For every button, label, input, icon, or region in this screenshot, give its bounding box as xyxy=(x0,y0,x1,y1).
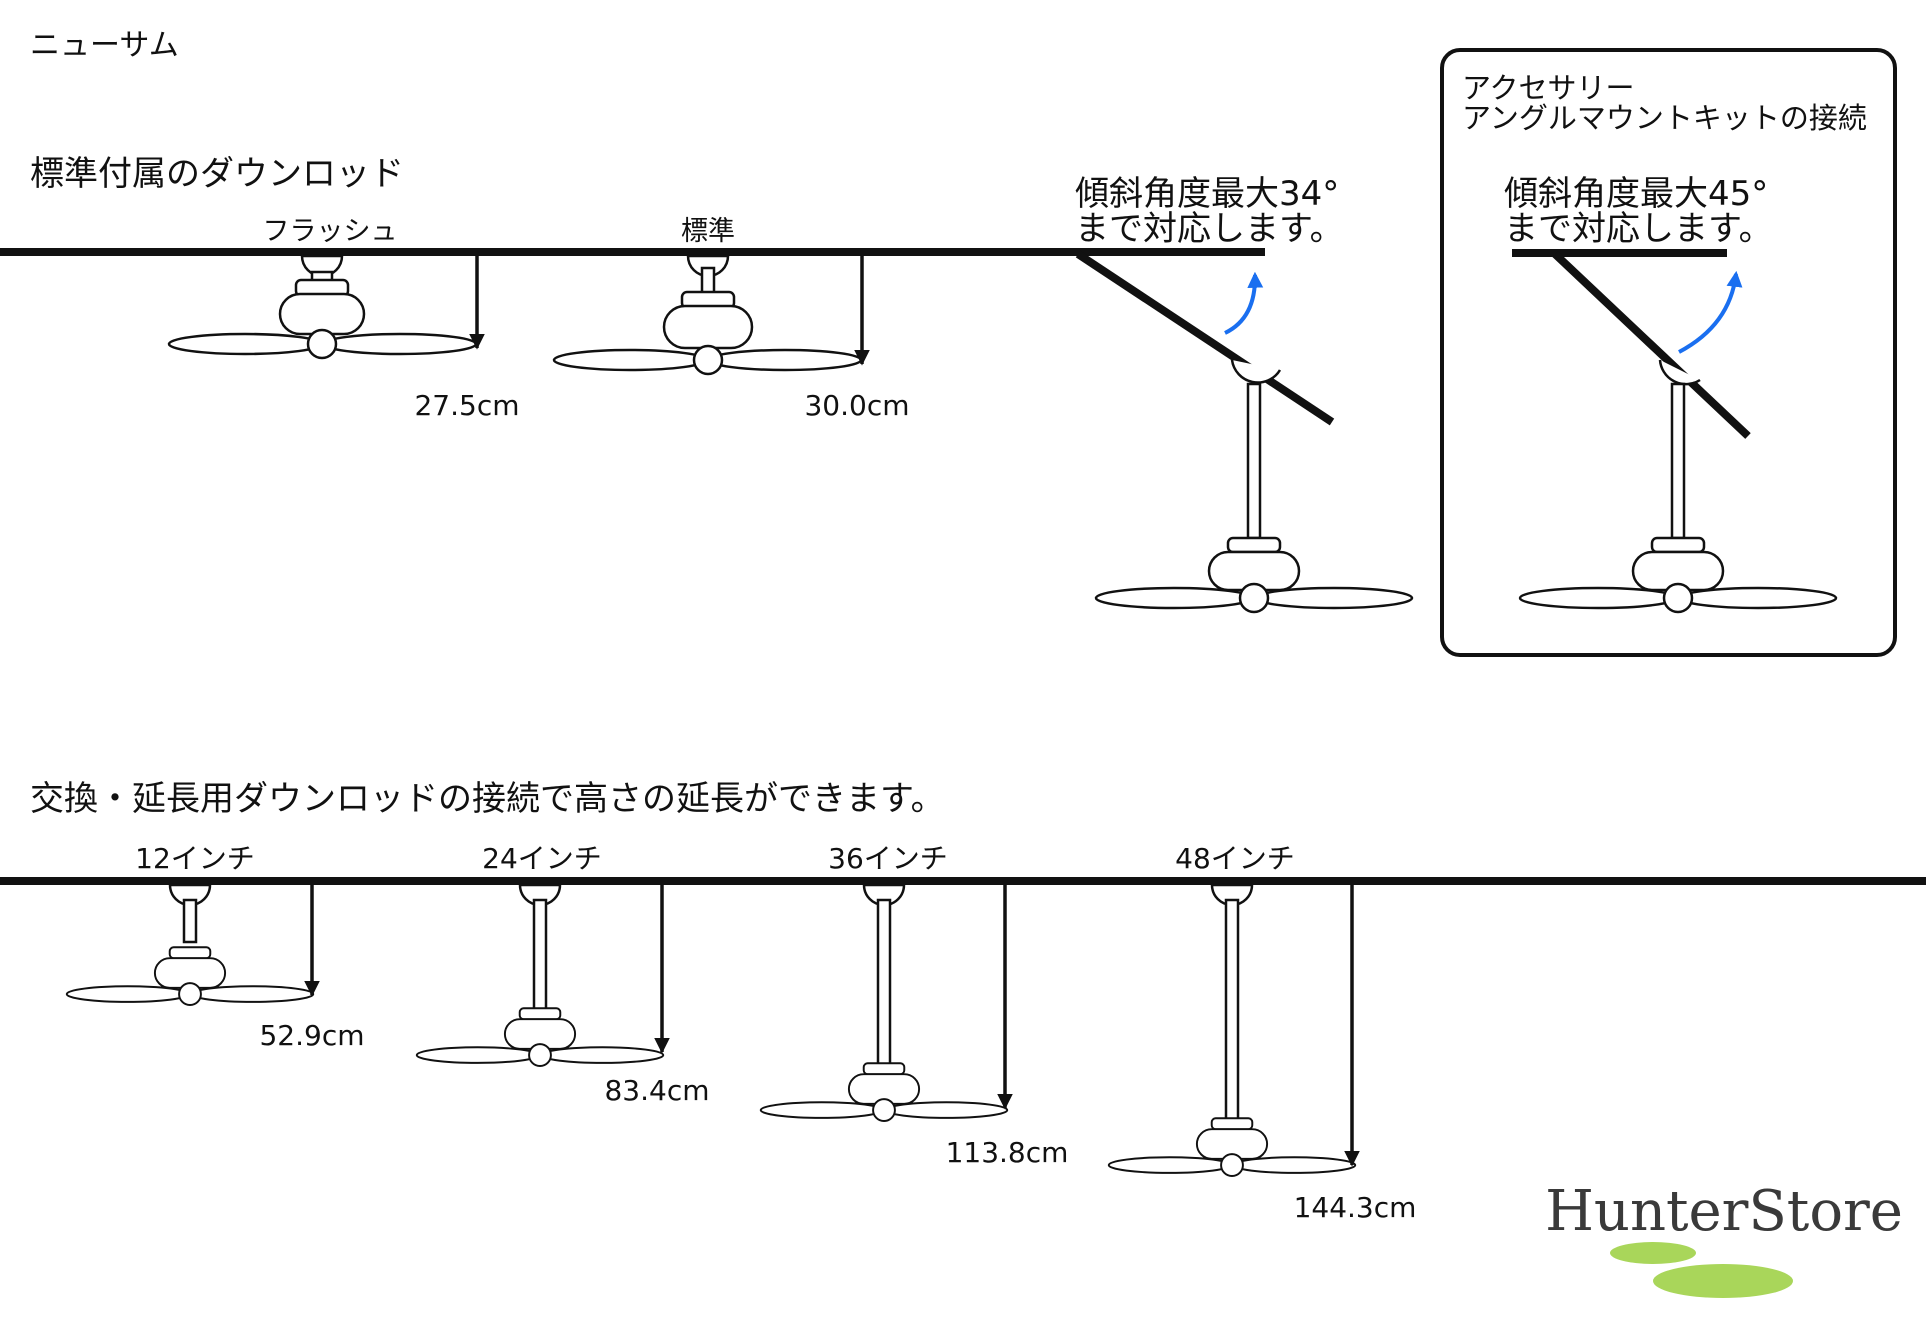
ext-label-48: 48インチ xyxy=(1175,842,1295,875)
hunterstore-logo: HunterStore xyxy=(1545,1179,1903,1298)
accessory-box xyxy=(1440,48,1897,657)
fan-36in xyxy=(759,883,1009,1122)
accessory-sloped-ceiling xyxy=(1552,251,1751,439)
accessory-tilt-arrow-icon xyxy=(1678,270,1743,354)
normal-measure: 30.0cm xyxy=(804,389,909,422)
normal-label: 標準 xyxy=(681,216,735,247)
accessory-title1: アクセサリー xyxy=(1462,71,1635,105)
fan-12in xyxy=(65,883,315,1006)
fan-sloped xyxy=(1094,359,1414,614)
accessory-line2: まで対応します。 xyxy=(1504,209,1773,249)
ext-measure-48: 144.3cm xyxy=(1294,1191,1417,1224)
flush-measure: 27.5cm xyxy=(414,389,519,422)
logo-leaf-small xyxy=(1610,1242,1696,1264)
standard-heading: 標準付属のダウンロッド xyxy=(30,154,404,194)
ext-label-24: 24インチ xyxy=(482,842,602,875)
fan-normal xyxy=(552,254,863,376)
ext-label-12: 12インチ xyxy=(135,842,255,875)
fan-accessory xyxy=(1518,359,1838,614)
tilt-arrow-icon xyxy=(1224,271,1264,335)
accessory-title2: アングルマウントキットの接続 xyxy=(1462,101,1867,135)
fan-24in xyxy=(415,883,665,1067)
product-name: ニューサム xyxy=(30,28,179,63)
logo-text: HunterStore xyxy=(1545,1179,1903,1244)
extension-heading: 交換・延長用ダウンロッドの接続で高さの延長ができます。 xyxy=(30,779,945,819)
fan-flush xyxy=(167,254,478,360)
slope-line1: 傾斜角度最大34° xyxy=(1075,174,1339,214)
ext-label-36: 36インチ xyxy=(828,842,948,875)
ext-measure-36: 113.8cm xyxy=(946,1136,1069,1169)
fan-48in xyxy=(1107,883,1357,1177)
sloped-ceiling xyxy=(1075,250,1335,426)
slope-line2: まで対応します。 xyxy=(1075,209,1344,249)
flush-label: フラッシュ xyxy=(263,216,398,247)
ext-measure-24: 83.4cm xyxy=(604,1074,709,1107)
ext-measure-12: 52.9cm xyxy=(259,1019,364,1052)
accessory-line1: 傾斜角度最大45° xyxy=(1504,174,1768,214)
logo-leaf-large xyxy=(1653,1264,1793,1298)
